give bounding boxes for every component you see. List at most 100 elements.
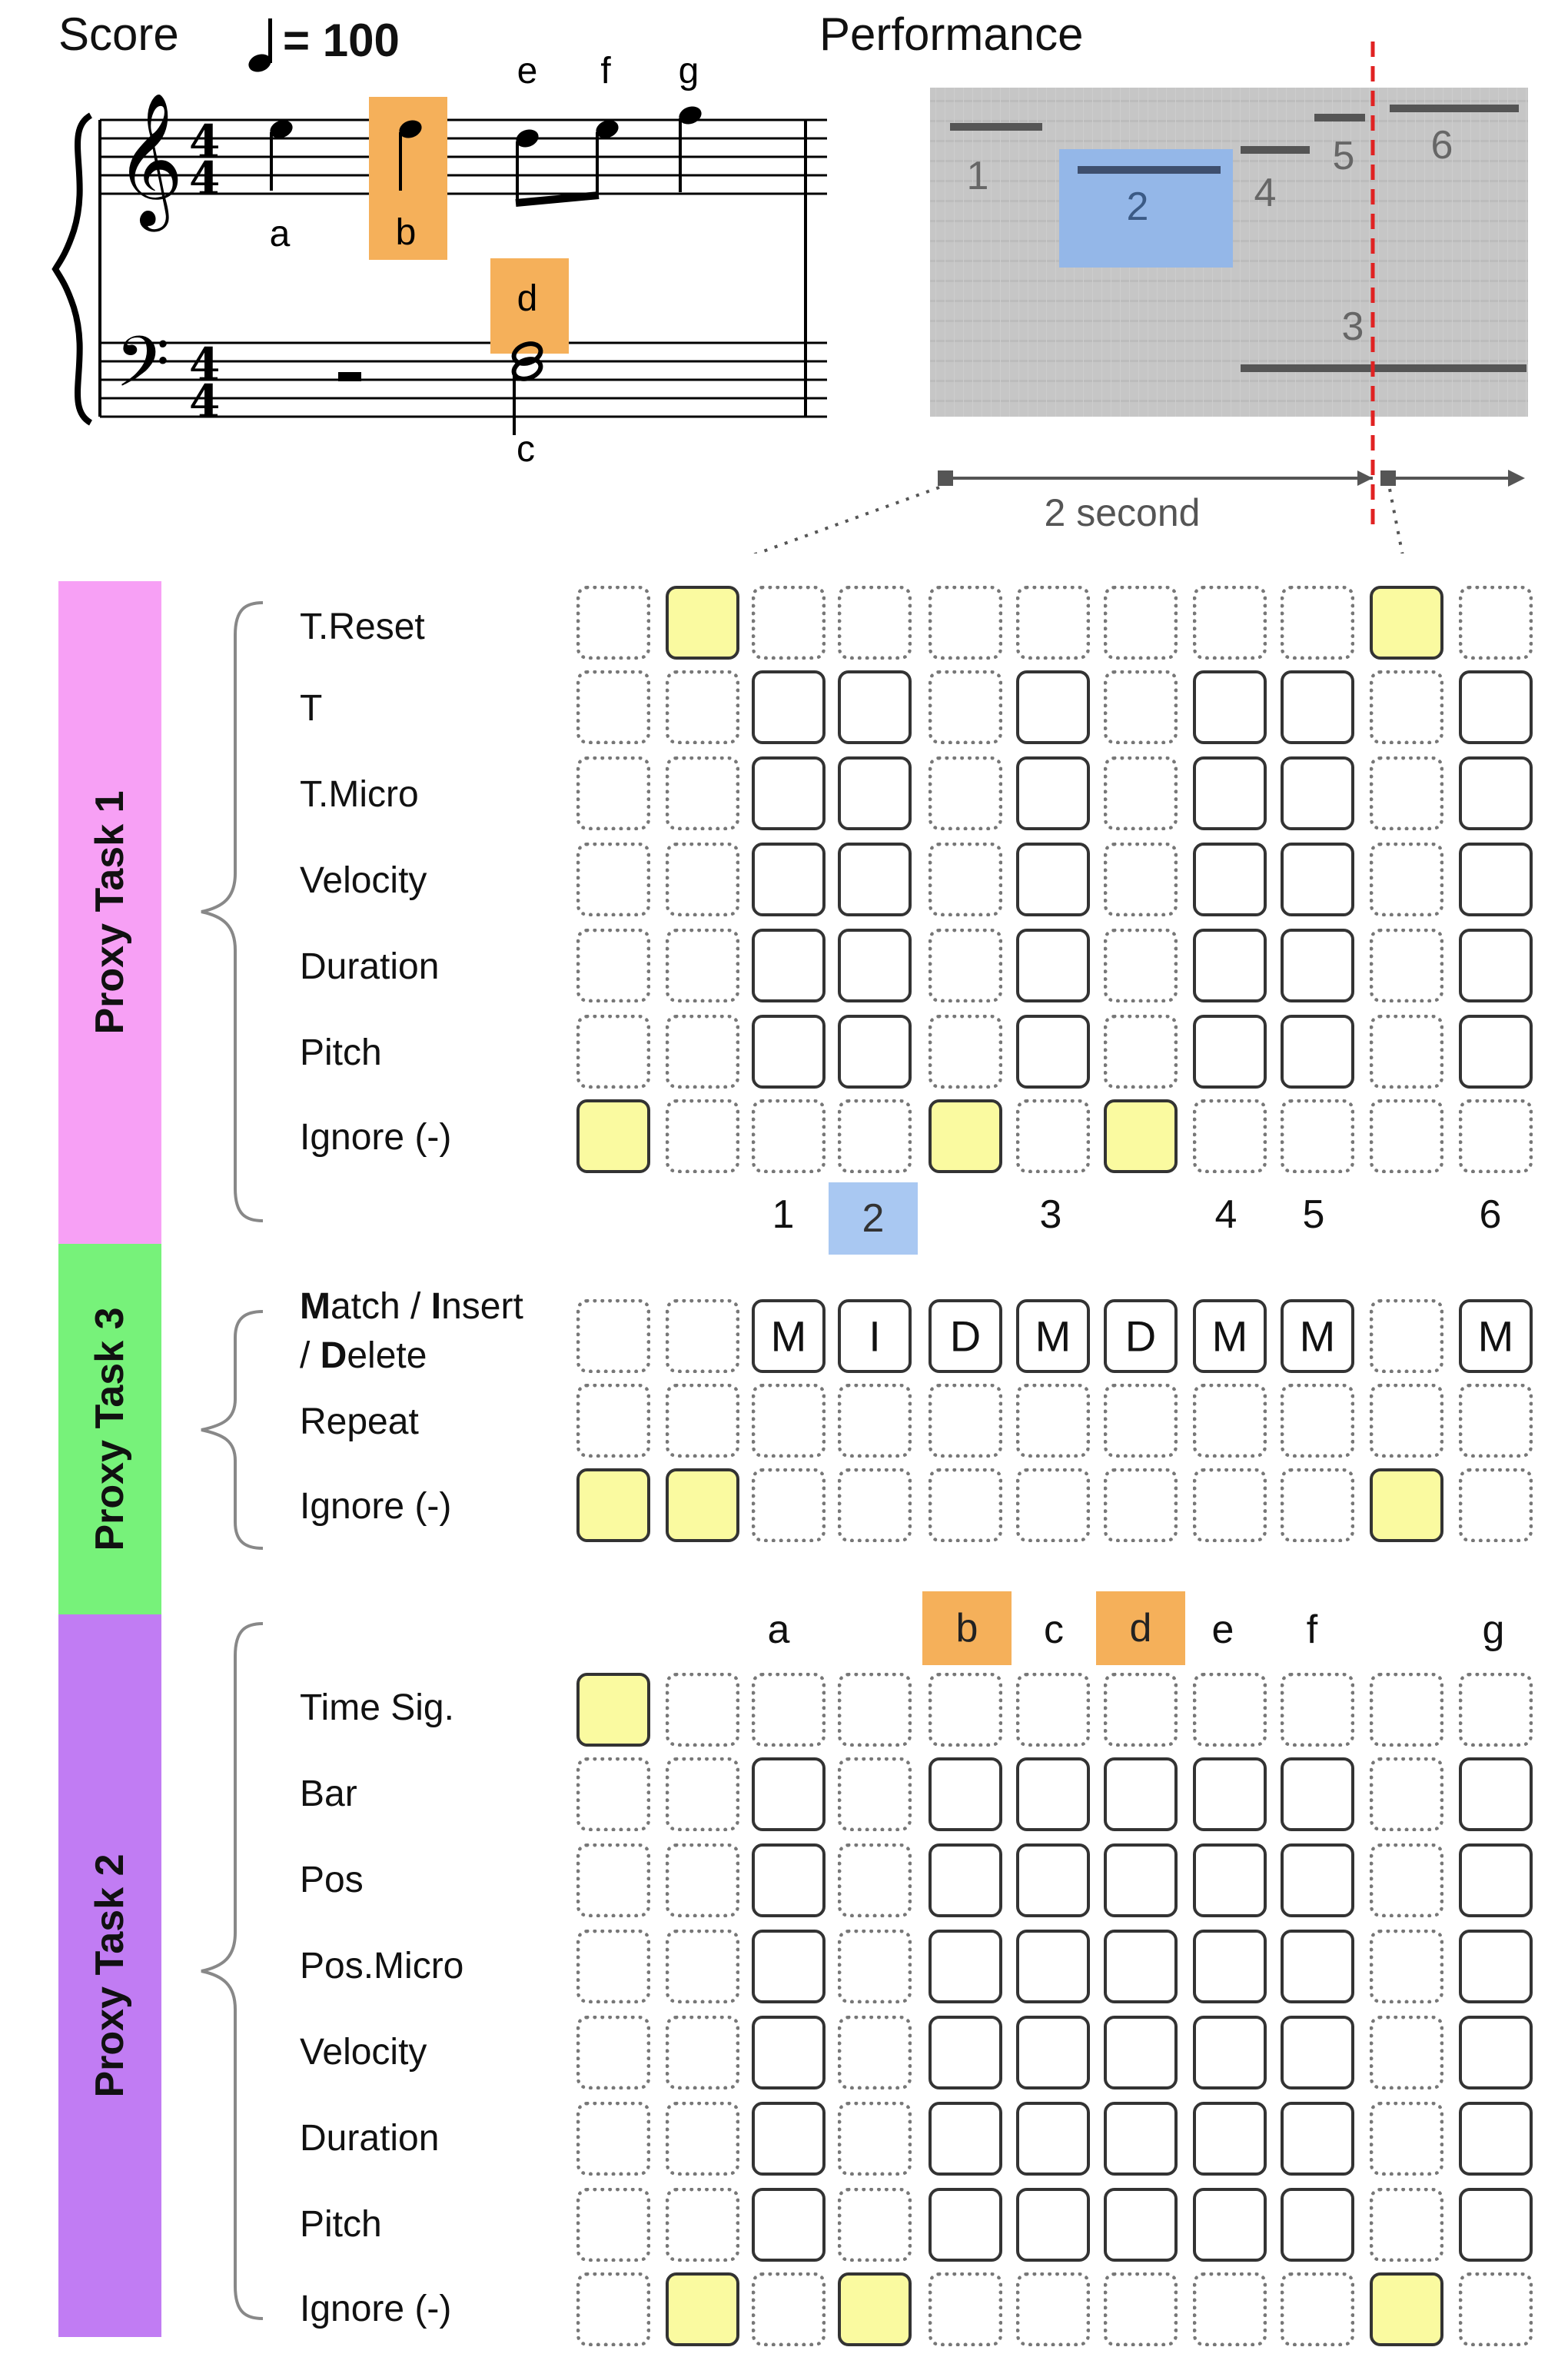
pt1-cell: [1016, 756, 1090, 830]
pt3-cell: [666, 1468, 739, 1542]
pt2-cell: [666, 2188, 739, 2262]
pt2-cell: [1459, 1673, 1533, 1747]
pt1-cell: [929, 1015, 1002, 1089]
pt3-cell-label: D: [949, 1312, 982, 1361]
pt1-cell: [752, 1015, 826, 1089]
pt1-cell: [838, 1015, 912, 1089]
pt2-cell: [666, 2272, 739, 2346]
pt1-cell: [838, 586, 912, 660]
pt2-cell: [576, 1757, 650, 1831]
score-label-f: f: [600, 51, 611, 91]
pt1-cell: [666, 586, 739, 660]
pt1-cell: [1281, 756, 1354, 830]
proxy-task-1-bar: Proxy Task 1: [58, 581, 161, 1244]
pt1-cell: [1193, 843, 1267, 916]
pt2-cell: [838, 2102, 912, 2176]
pt1-cell: [1370, 843, 1443, 916]
pt3-cell: [1281, 1384, 1354, 1458]
pt1-cell: [838, 670, 912, 744]
pt3-cell: M: [1016, 1299, 1090, 1373]
pt1-cell: [576, 929, 650, 1002]
pt2-cell: [838, 1930, 912, 2003]
pt2-cell: [666, 1757, 739, 1831]
pt1-row-t-reset: T.Reset: [300, 607, 425, 647]
pt2-cell: [1016, 1843, 1090, 1917]
pt3-cell: I: [838, 1299, 912, 1373]
pt3-cell: [1459, 1384, 1533, 1458]
pt3-cell: [576, 1468, 650, 1542]
pt2-cell: [929, 1757, 1002, 1831]
pt1-row-pitch: Pitch: [300, 1032, 382, 1073]
pt1-cell: [576, 756, 650, 830]
pt2-cell: [929, 2188, 1002, 2262]
pt2-cell: [1281, 2102, 1354, 2176]
pt1-cell: [1104, 586, 1178, 660]
proxy-task-1-brace: [201, 601, 264, 1222]
treble-staff: [100, 118, 827, 195]
pt1-cell: [1104, 1015, 1178, 1089]
pt1-cell: [1016, 843, 1090, 916]
pt2-cell: [752, 2016, 826, 2089]
pt2-row-pos-micro: Pos.Micro: [300, 1946, 464, 1986]
pt2-cell: [1459, 1757, 1533, 1831]
pt2-cell: [929, 2016, 1002, 2089]
pt2-cell: [1016, 2016, 1090, 2089]
pt1-row-ignore: Ignore (-): [300, 1117, 452, 1158]
pt3-cell-label: M: [770, 1312, 807, 1361]
pt3-cell: M: [1281, 1299, 1354, 1373]
pt2-cell: [929, 1843, 1002, 1917]
perf-label-5: 5: [1333, 134, 1355, 178]
pt2-cell: [666, 1843, 739, 1917]
pt3-cell: M: [1459, 1299, 1533, 1373]
pt2-cell: [1193, 1757, 1267, 1831]
pt1-cell: [1459, 1099, 1533, 1173]
pt1-col-label-3: 3: [1039, 1192, 1062, 1237]
pt2-cell: [929, 2102, 1002, 2176]
pt2-cell: [838, 1843, 912, 1917]
pt1-cell: [576, 586, 650, 660]
pt2-cell: [1193, 1930, 1267, 2003]
pt2-cell: [1016, 2272, 1090, 2346]
pt2-cell: [1459, 1930, 1533, 2003]
pt1-cell: [929, 756, 1002, 830]
pt3-cell: [1016, 1468, 1090, 1542]
pt3-cell: [666, 1299, 739, 1373]
pt2-cell: [1104, 1673, 1178, 1747]
pt3-row-ignore: Ignore (-): [300, 1486, 452, 1527]
pt3-cell-label: M: [1035, 1312, 1071, 1361]
proxy-task-2-title: Proxy Task 2: [88, 1853, 132, 2098]
pt1-row-duration: Duration: [300, 946, 440, 987]
pt2-cell: [576, 2102, 650, 2176]
pt3-cell: M: [752, 1299, 826, 1373]
pt1-cell: [1281, 670, 1354, 744]
perf-label-3: 3: [1342, 304, 1364, 349]
pt1-cell: [666, 843, 739, 916]
pt2-col-label-d: d: [1096, 1591, 1185, 1665]
pt3-cell: [1370, 1384, 1443, 1458]
score-label-c: c: [517, 429, 535, 470]
pt2-cell: [1370, 2272, 1443, 2346]
pt2-cell: [576, 1843, 650, 1917]
pt3-cell: [1016, 1384, 1090, 1458]
pt3-cell: D: [929, 1299, 1002, 1373]
pt2-cell: [1281, 2188, 1354, 2262]
score-label-g: g: [679, 51, 699, 91]
pt1-cell: [929, 670, 1002, 744]
pt1-cell: [1459, 586, 1533, 660]
pt3-cell: [576, 1299, 650, 1373]
pt2-col-label-f: f: [1306, 1607, 1318, 1652]
pt2-cell: [576, 2188, 650, 2262]
pt2-cell: [1281, 1843, 1354, 1917]
score-label-b: b: [396, 212, 417, 253]
pt1-row-t-micro: T.Micro: [300, 774, 419, 815]
pt2-col-label-c: c: [1044, 1607, 1064, 1652]
pt3-cell: [1281, 1468, 1354, 1542]
pt2-cell: [752, 1757, 826, 1831]
pt1-cell: [666, 1099, 739, 1173]
pt1-cell: [1193, 929, 1267, 1002]
pt1-cell: [666, 756, 739, 830]
quarter-note-icon: [248, 18, 272, 72]
pt2-row-time-sig: Time Sig.: [300, 1687, 454, 1728]
pt1-cell: [838, 843, 912, 916]
pt2-cell: [1459, 2272, 1533, 2346]
